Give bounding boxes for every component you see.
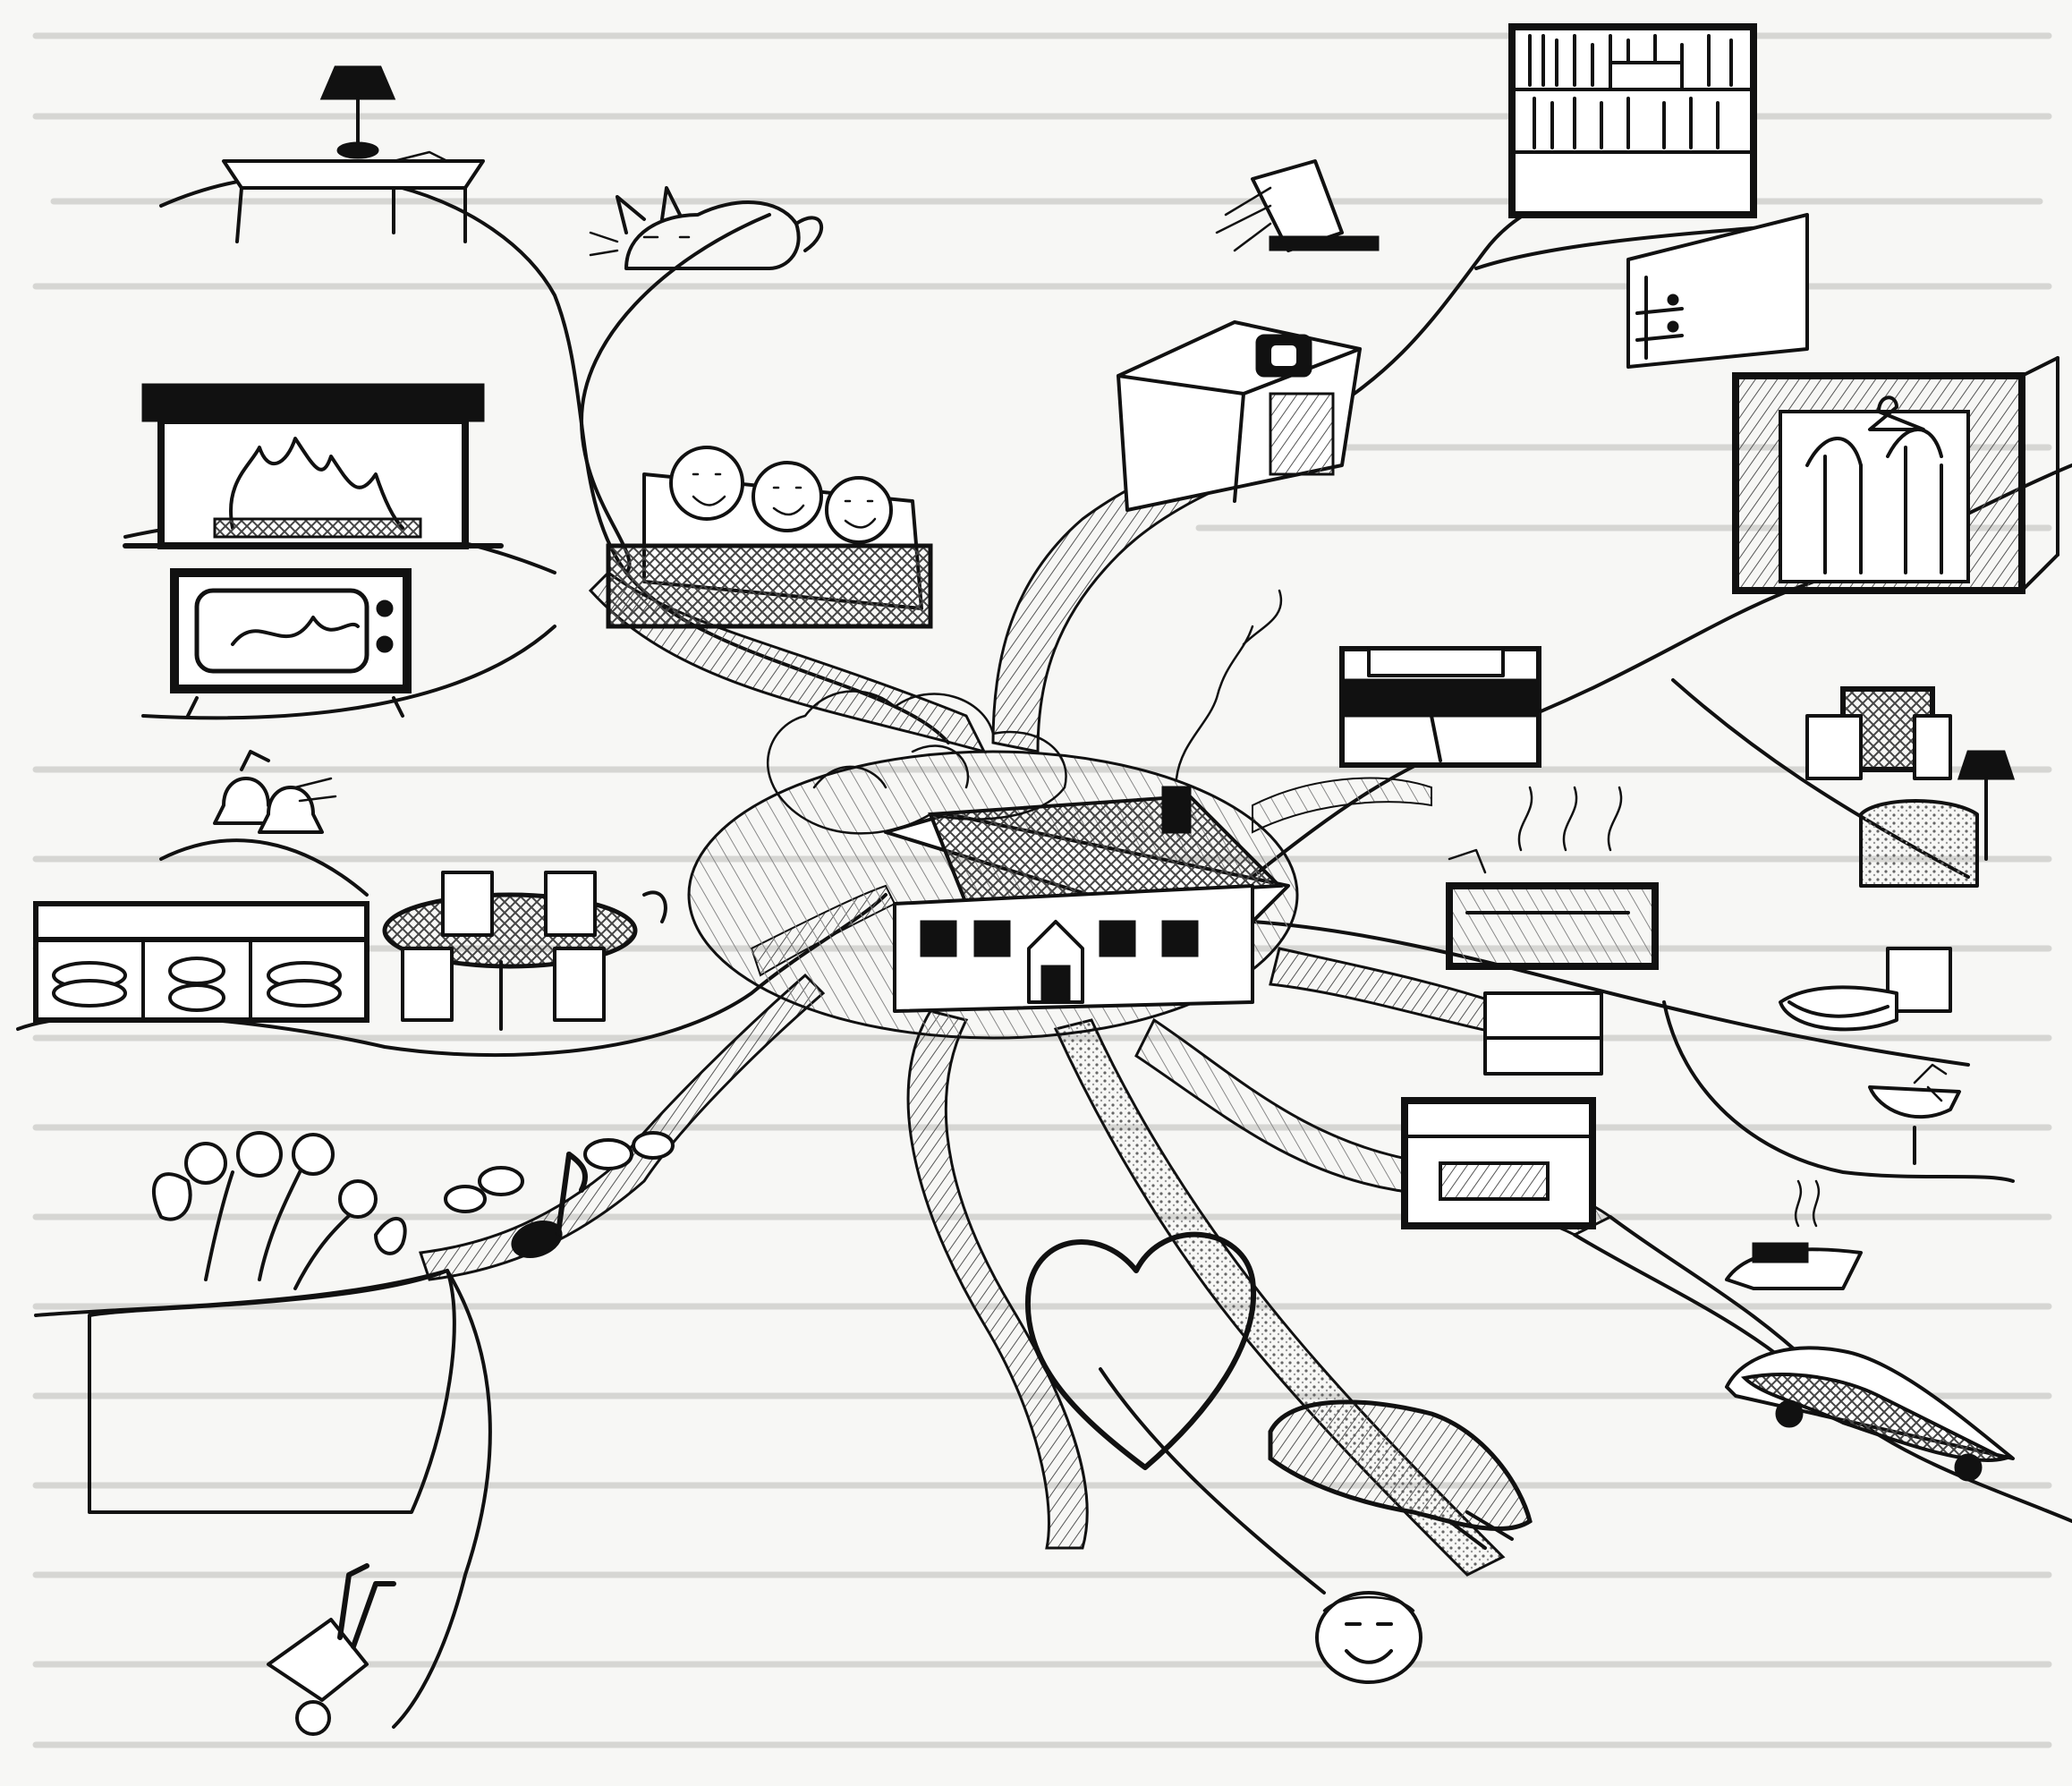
flower-bed-icon	[89, 1133, 454, 1512]
smiling-face-icon	[1317, 1593, 1421, 1682]
wardrobe-icon	[1736, 358, 2058, 591]
washing-machine-icon	[1257, 336, 1311, 376]
fireplace-icon	[125, 385, 501, 546]
bed-icon	[1342, 649, 1539, 765]
television-icon	[174, 573, 407, 716]
bathtub-icon	[1449, 787, 1655, 966]
lamp-on-table-icon	[224, 67, 483, 242]
washbasin-icon	[1870, 1065, 1959, 1163]
toilet-icon	[1780, 948, 1950, 1029]
wheelbarrow-icon	[268, 1566, 394, 1734]
armchair-icon	[1807, 689, 1950, 778]
car-icon	[1727, 1348, 2013, 1480]
iron-icon	[1727, 1181, 1861, 1288]
hand-icon	[1270, 1402, 1530, 1548]
computer-icon	[1217, 161, 1378, 251]
family-on-sofa-icon	[608, 447, 930, 626]
sideboard-with-plates-icon	[36, 904, 367, 1020]
storage-box-icon	[1118, 322, 1360, 510]
stove-icon	[1405, 993, 1601, 1226]
bookshelf-icon	[1512, 27, 1754, 215]
bell-icon	[215, 752, 335, 832]
